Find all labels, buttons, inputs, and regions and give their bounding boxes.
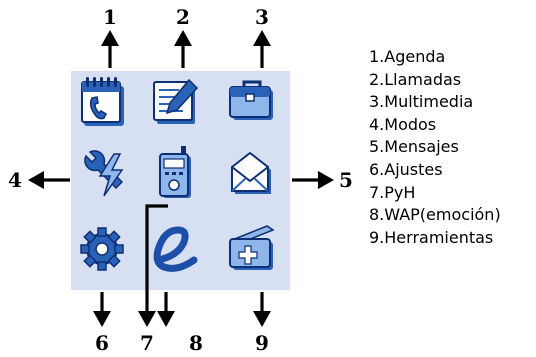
medical-kit-icon [229, 225, 275, 270]
callout-number-6: 6 [95, 331, 109, 355]
wrench-lightning-icon [84, 150, 124, 197]
arrow-1 [101, 30, 119, 68]
legend-item-multimedia: 3.Multimedia [369, 92, 474, 112]
gear-icon [80, 227, 124, 271]
briefcase-icon [229, 80, 273, 120]
radio-device-icon [159, 146, 191, 198]
callout-number-8: 8 [189, 331, 203, 355]
legend-item-modos: 4.Modos [369, 114, 437, 134]
callout-number-5: 5 [339, 168, 353, 192]
arrow-4 [28, 171, 70, 189]
callout-number-9: 9 [255, 331, 269, 355]
arrow-2 [174, 30, 192, 68]
arrow-3 [253, 30, 271, 68]
callout-number-7: 7 [140, 331, 154, 355]
legend-item-llamadas: 2.Llamadas [369, 69, 462, 89]
legend-list: 1.Agenda 2.Llamadas 3.Multimedia 4.Modos… [369, 46, 501, 249]
arrow-8 [157, 292, 175, 327]
arrow-6 [93, 292, 111, 327]
legend-item-herramientas: 9.Herramientas [369, 227, 494, 247]
notepad-pen-icon [153, 78, 199, 124]
legend-item-mensajes: 5.Mensajes [369, 137, 459, 157]
legend-item-ajustes: 6.Ajustes [369, 159, 443, 179]
callout-number-4: 4 [8, 168, 22, 192]
arrow-9 [253, 292, 271, 327]
legend-item-wap: 8.WAP(emoción) [369, 205, 501, 225]
legend-item-agenda: 1.Agenda [369, 47, 446, 66]
script-e-icon [153, 226, 198, 272]
callout-number-1: 1 [103, 5, 117, 29]
legend-item-pyh: 7.PyH [369, 182, 416, 202]
callout-number-3: 3 [255, 5, 269, 29]
arrow-5 [292, 171, 334, 189]
envelope-icon [231, 151, 271, 194]
agenda-icon [81, 77, 124, 126]
callout-number-2: 2 [176, 5, 190, 29]
arrow-7 [138, 204, 168, 327]
